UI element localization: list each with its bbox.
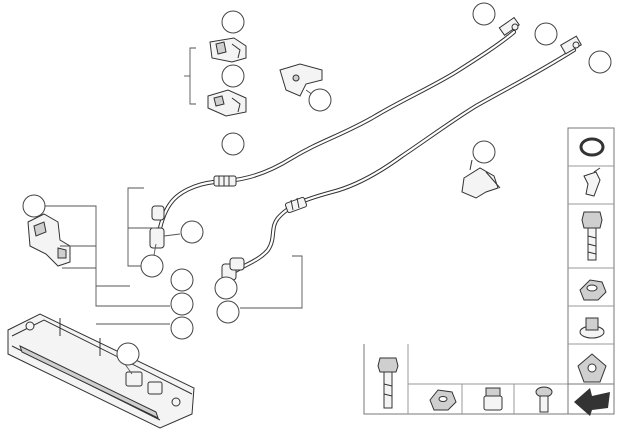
callout-mid-1 xyxy=(170,268,194,292)
callout-clip-lower xyxy=(221,132,245,156)
callout-hose-b xyxy=(140,254,164,278)
callout-top-left xyxy=(221,10,245,34)
callout-holder xyxy=(472,140,496,164)
callout-pipe-right-end xyxy=(588,50,612,74)
clip-nut xyxy=(577,353,607,383)
hose-end-upper xyxy=(149,205,165,249)
holder-bracket xyxy=(461,159,501,199)
collar-nut xyxy=(579,317,605,339)
crimp-sleeves xyxy=(213,175,308,214)
callout-mid-3 xyxy=(170,316,194,340)
clip-lower xyxy=(207,89,247,117)
callout-cooler xyxy=(116,342,140,366)
callout-pipe-right xyxy=(534,22,558,46)
hex-nut xyxy=(579,279,607,301)
callout-left-group xyxy=(22,194,46,218)
callout-mid-2 xyxy=(170,292,194,316)
oil-cooler xyxy=(7,313,195,429)
left-bracket xyxy=(27,213,71,267)
clip-upper xyxy=(209,37,247,63)
hex-nut-row xyxy=(429,389,457,411)
hex-bolt-long xyxy=(377,357,399,409)
callouts xyxy=(22,2,612,366)
spring-clip xyxy=(583,167,601,197)
pipe-upper xyxy=(155,29,517,241)
callout-hose-a xyxy=(180,220,204,244)
hex-bolt xyxy=(581,211,603,261)
pipe-fitting-right xyxy=(560,35,582,55)
hardware-row xyxy=(363,344,568,415)
callout-pipe-top xyxy=(472,2,496,26)
callout-hose-c xyxy=(214,276,238,300)
o-ring xyxy=(579,137,605,157)
screw xyxy=(535,386,553,413)
hardware-column xyxy=(567,127,615,395)
hose-end-lower xyxy=(221,257,245,281)
pipe-lower xyxy=(225,47,577,279)
pipe-fitting-top xyxy=(498,16,520,36)
arrow-symbol xyxy=(567,383,615,416)
callout-clip-upper xyxy=(221,64,245,88)
bracket-angle xyxy=(279,63,323,97)
callout-hose-d xyxy=(216,300,240,324)
sleeve-nut xyxy=(483,387,503,411)
callout-bracket xyxy=(308,88,332,112)
